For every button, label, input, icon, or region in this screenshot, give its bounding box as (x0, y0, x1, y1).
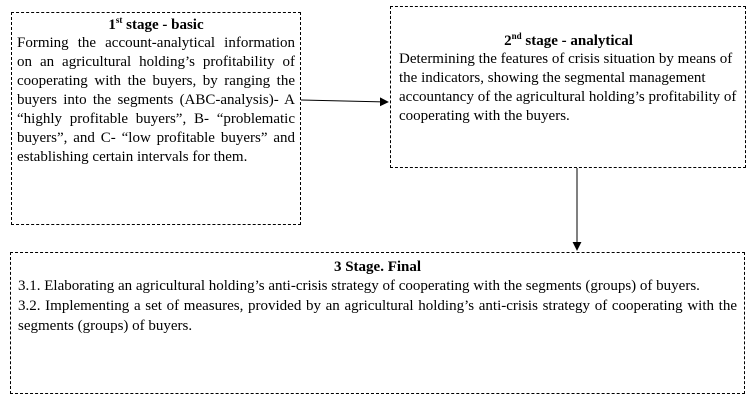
stage-2-text: Determining the features of crisis situa… (399, 51, 737, 124)
stage-1-title: 1st stage - basic (108, 15, 204, 34)
stage-3-title: 3 Stage. Final (333, 259, 422, 275)
arrow-stage1-to-stage2 (300, 97, 389, 107)
stage-3-item-2: 3.2. Implementing a set of measures, pro… (18, 298, 737, 334)
stage-3-box: 3 Stage. Final 3.1. Elaborating an agric… (10, 252, 745, 394)
stage-1-box: 1st stage - basic Forming the account-an… (11, 12, 301, 225)
stage-2-box: 2nd stage - analytical Determining the f… (390, 6, 746, 168)
stage-1-text: Forming the account-analytical informati… (17, 35, 295, 165)
stage-2-title: 2nd stage - analytical (504, 31, 633, 50)
stage-3-item-1: 3.1. Elaborating an agricultural holding… (18, 278, 700, 294)
